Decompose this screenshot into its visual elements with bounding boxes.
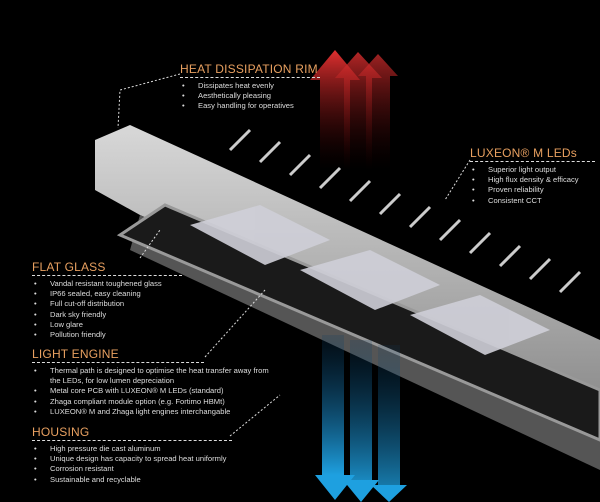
list-item: IP66 sealed, easy cleaning — [32, 289, 182, 299]
section-flat-glass: FLAT GLASS Vandal resistant toughened gl… — [32, 260, 182, 340]
list-item: Unique design has capacity to spread hea… — [32, 454, 272, 464]
list-item: Metal core PCB with LUXEON® M LEDs (stan… — [32, 386, 277, 396]
list-item: Proven reliability — [470, 185, 595, 195]
list-item: Low glare — [32, 320, 182, 330]
list-item: High pressure die cast aluminum — [32, 444, 272, 454]
list-item: Superior light output — [470, 165, 595, 175]
section-title: FLAT GLASS — [32, 260, 106, 274]
list-item: Vandal resistant toughened glass — [32, 279, 182, 289]
list-item: Thermal path is designed to optimise the… — [32, 366, 277, 386]
list-item: LUXEON® M and Zhaga light engines interc… — [32, 407, 277, 417]
list-item: Dark sky friendly — [32, 310, 182, 320]
list-item: Pollution friendly — [32, 330, 182, 340]
section-housing: HOUSING High pressure die cast aluminumU… — [32, 425, 272, 485]
section-title: HEAT DISSIPATION RIM — [180, 62, 318, 76]
section-luxeon-leds: LUXEON® M LEDs Superior light outputHigh… — [470, 146, 595, 206]
list-item: Sustainable and recyclable — [32, 475, 272, 485]
list-item: Corrosion resistant — [32, 464, 272, 474]
list-item: Aesthetically pleasing — [180, 91, 320, 101]
list-item: Consistent CCT — [470, 196, 595, 206]
section-title: LIGHT ENGINE — [32, 347, 119, 361]
cool-arrows-blue — [315, 335, 407, 502]
section-heat-dissipation: HEAT DISSIPATION RIM Dissipates heat eve… — [180, 62, 320, 112]
list-item: Easy handling for operatives — [180, 101, 320, 111]
section-title: LUXEON® M LEDs — [470, 146, 577, 160]
section-light-engine: LIGHT ENGINE Thermal path is designed to… — [32, 347, 277, 417]
list-item: Zhaga compliant module option (e.g. Fort… — [32, 397, 277, 407]
section-title: HOUSING — [32, 425, 90, 439]
list-item: Full cut-off distribution — [32, 299, 182, 309]
heat-arrows-red — [310, 50, 398, 170]
list-item: High flux density & efficacy — [470, 175, 595, 185]
list-item: Dissipates heat evenly — [180, 81, 320, 91]
